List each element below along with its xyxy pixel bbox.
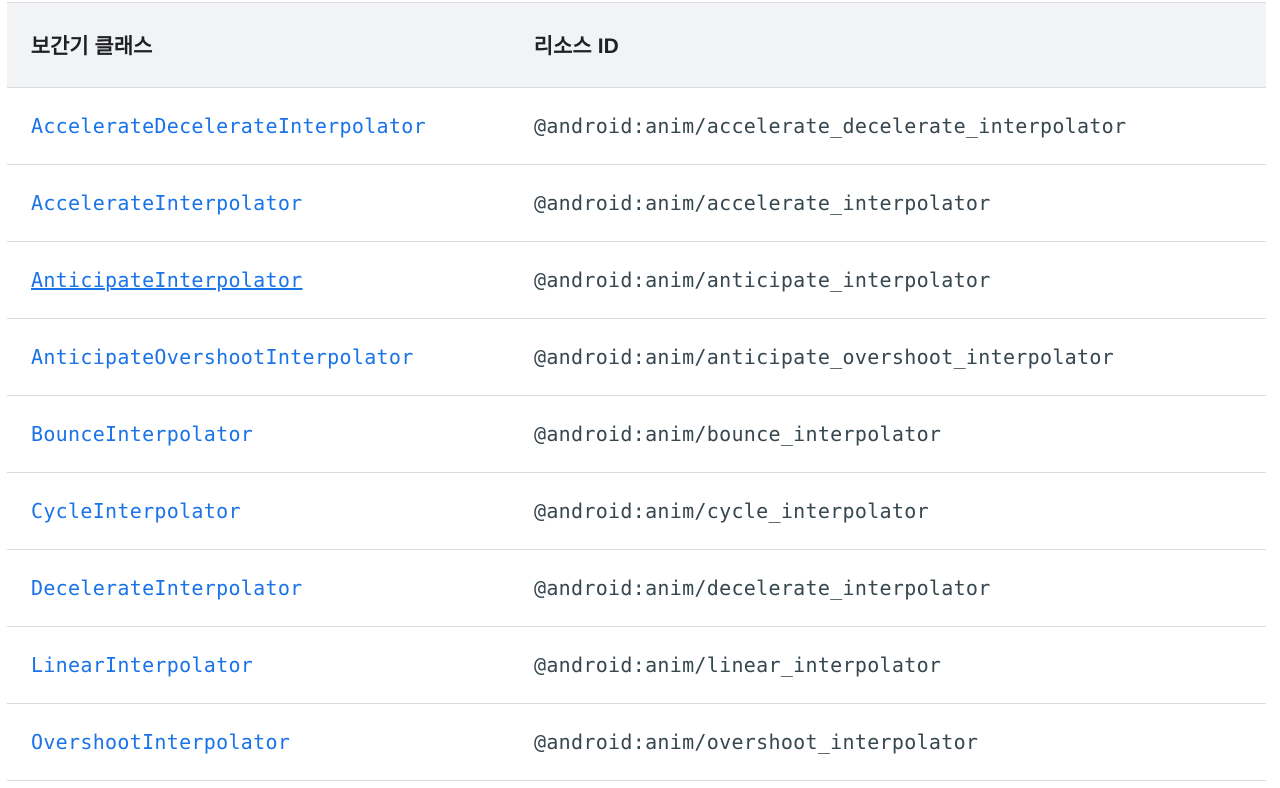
interpolator-class-link[interactable]: OvershootInterpolator (31, 730, 291, 754)
interpolator-class-link[interactable]: AnticipateOvershootInterpolator (31, 345, 414, 369)
interpolator-class-link[interactable]: LinearInterpolator (31, 653, 254, 677)
resource-id-cell: @android:anim/anticipate_interpolator (510, 241, 1266, 319)
interpolator-resource-table: 보간기 클래스 리소스 ID AccelerateDecelerateInter… (7, 2, 1266, 781)
table-row: AccelerateDecelerateInterpolator @android… (7, 87, 1266, 165)
interpolator-class-link[interactable]: AnticipateInterpolator (31, 268, 303, 292)
column-header-interpolator-class: 보간기 클래스 (7, 2, 510, 88)
table-row: AnticipateOvershootInterpolator @android:… (7, 318, 1266, 396)
table-row: BounceInterpolator @android:anim/bounce_i… (7, 395, 1266, 473)
interpolator-class-link[interactable]: AccelerateDecelerateInterpolator (31, 114, 426, 138)
table-row: DecelerateInterpolator @android:anim/dece… (7, 549, 1266, 627)
resource-id-cell: @android:anim/anticipate_overshoot_inter… (510, 318, 1266, 396)
interpolator-class-cell: AnticipateOvershootInterpolator (7, 318, 510, 396)
interpolator-class-link[interactable]: BounceInterpolator (31, 422, 254, 446)
table-row: OvershootInterpolator @android:anim/overs… (7, 703, 1266, 781)
resource-id-cell: @android:anim/decelerate_interpolator (510, 549, 1266, 627)
column-header-resource-id: 리소스 ID (510, 2, 1266, 88)
interpolator-class-cell: DecelerateInterpolator (7, 549, 510, 627)
table-row: AccelerateInterpolator @android:anim/acce… (7, 164, 1266, 242)
resource-id-cell: @android:anim/bounce_interpolator (510, 395, 1266, 473)
table-header: 보간기 클래스 리소스 ID (7, 2, 1266, 88)
interpolator-class-cell: LinearInterpolator (7, 626, 510, 704)
interpolator-class-link[interactable]: DecelerateInterpolator (31, 576, 303, 600)
interpolator-class-link[interactable]: AccelerateInterpolator (31, 191, 303, 215)
interpolator-class-cell: BounceInterpolator (7, 395, 510, 473)
interpolator-class-cell: AnticipateInterpolator (7, 241, 510, 319)
interpolator-class-cell: CycleInterpolator (7, 472, 510, 550)
resource-id-cell: @android:anim/accelerate_decelerate_inte… (510, 87, 1266, 165)
table-row: LinearInterpolator @android:anim/linear_i… (7, 626, 1266, 704)
interpolator-class-cell: AccelerateInterpolator (7, 164, 510, 242)
table-header-row: 보간기 클래스 리소스 ID (7, 2, 1266, 88)
table-row: CycleInterpolator @android:anim/cycle_int… (7, 472, 1266, 550)
table-body: AccelerateDecelerateInterpolator @android… (7, 87, 1266, 781)
interpolator-class-link[interactable]: CycleInterpolator (31, 499, 241, 523)
resource-id-cell: @android:anim/overshoot_interpolator (510, 703, 1266, 781)
resource-id-cell: @android:anim/linear_interpolator (510, 626, 1266, 704)
interpolator-resource-table-wrap: 보간기 클래스 리소스 ID AccelerateDecelerateInter… (7, 2, 1266, 781)
interpolator-class-cell: AccelerateDecelerateInterpolator (7, 87, 510, 165)
resource-id-cell: @android:anim/cycle_interpolator (510, 472, 1266, 550)
resource-id-cell: @android:anim/accelerate_interpolator (510, 164, 1266, 242)
interpolator-class-cell: OvershootInterpolator (7, 703, 510, 781)
table-row: AnticipateInterpolator @android:anim/anti… (7, 241, 1266, 319)
